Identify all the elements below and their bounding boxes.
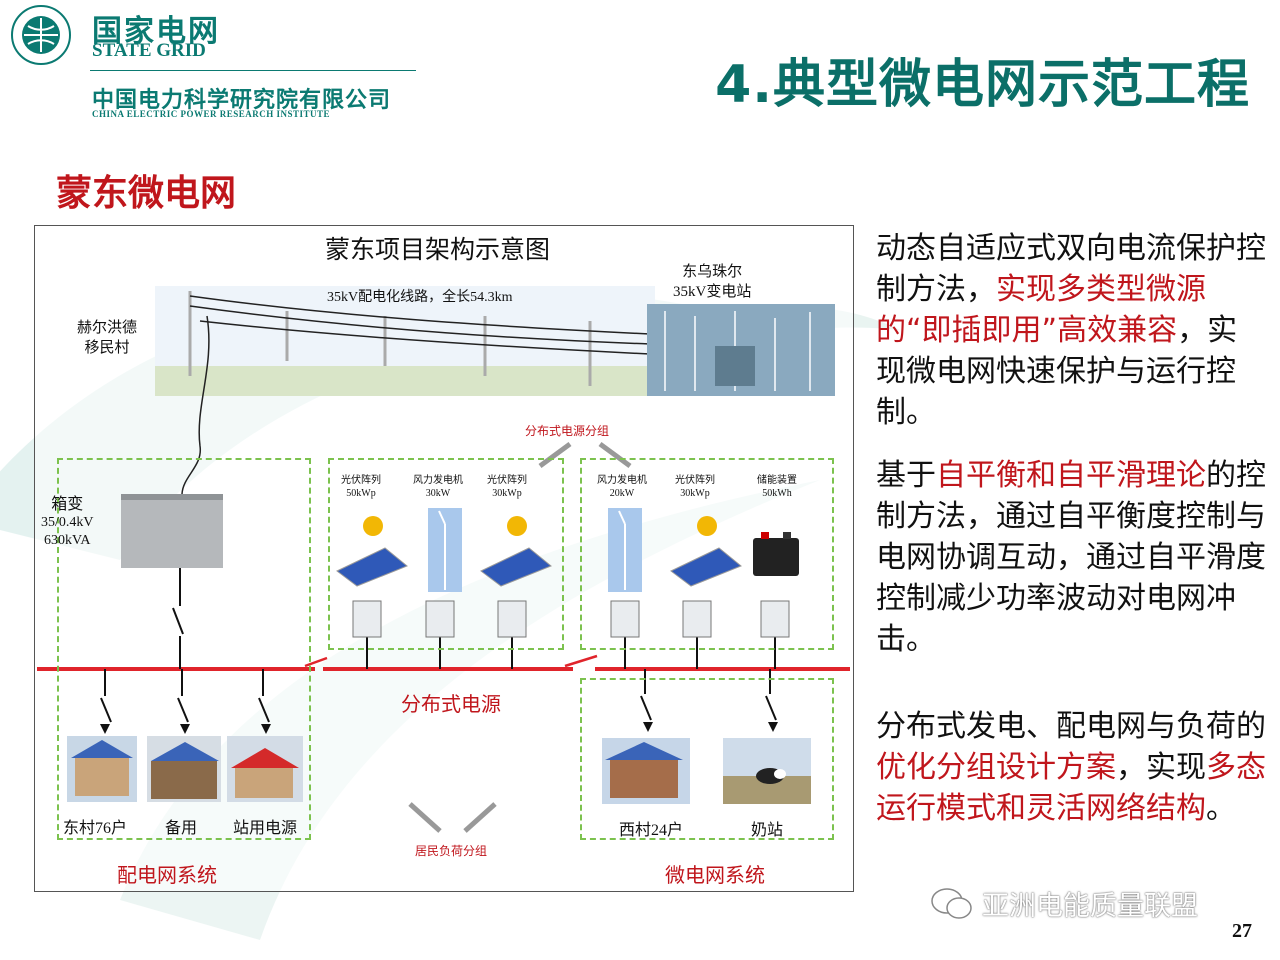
source-switches: [366, 636, 776, 669]
body-text: 。: [1206, 791, 1236, 826]
logo-text-en: STATE GRID: [92, 40, 206, 61]
source-name: 光伏阵列: [675, 475, 715, 486]
line-label: 35kV配电化线路，全长54.3km: [327, 290, 513, 305]
institute-name-cn: 中国电力科学研究院有限公司: [92, 88, 392, 113]
dg-label: 分布式电源: [401, 694, 501, 716]
source-label-2: 风力发电机 30kW: [413, 474, 463, 500]
substation-label: 东乌珠尔 35kV变电站: [673, 262, 751, 302]
distribution-system-label: 配电网系统: [117, 865, 217, 887]
pv-panels: [336, 516, 742, 587]
body-text: ，实现微电网快速保护与运行控制。: [876, 313, 1238, 430]
dg-group-box-2: [580, 458, 834, 650]
transformer-label-line1: 箱变: [51, 496, 84, 513]
arrow-right: [598, 441, 632, 469]
source-rating: 30kWp: [492, 488, 522, 499]
source-rating: 30kWp: [680, 488, 710, 499]
house-photos: [67, 736, 811, 804]
substation-label-line2: 35kV变电站: [673, 284, 752, 300]
body-text: 分布式发电、配电网与负荷的: [876, 709, 1266, 744]
body-text: ，实现: [1116, 750, 1206, 785]
logo-text-cn: 国家电网: [92, 14, 220, 49]
source-label-1: 光伏阵列 50kWp: [341, 474, 381, 500]
substation-equipment: [664, 311, 811, 391]
village-label: 赫尔洪德 移民村: [77, 318, 137, 358]
diagram-graphics: [37, 286, 850, 833]
source-label-3: 光伏阵列 30kWp: [487, 474, 527, 500]
load-switches: [100, 669, 777, 723]
arrow-left: [538, 441, 572, 469]
transformer-label-line2: 35/0.4kV: [41, 515, 94, 530]
load-label-1: 东村76户: [63, 820, 128, 837]
transformer-label-line3: 630kVA: [44, 533, 91, 548]
diagram-title: 蒙东项目架构示意图: [325, 237, 551, 264]
highlight-text: 自平衡和自平滑理论: [936, 458, 1206, 493]
source-rating: 30kW: [425, 488, 451, 499]
source-rating: 20kW: [609, 488, 635, 499]
paragraph-protection: 动态自适应式双向电流保护控制方法，实现多类型微源的“即插即用”高效兼容，实现微电…: [876, 228, 1266, 433]
paragraph-grouping: 分布式发电、配电网与负荷的优化分组设计方案，实现多态运行模式和灵活网络结构。: [876, 706, 1266, 829]
load-label-4: 西村24户: [619, 822, 684, 839]
body-text: 动态自适应式双向电流保护控制方法，: [876, 231, 1266, 307]
source-rating: 50kWp: [346, 488, 376, 499]
microgrid-system-box: [580, 678, 834, 840]
state-grid-logo-icon: [11, 5, 71, 65]
source-name: 风力发电机: [413, 475, 463, 486]
distribution-network-box: [57, 458, 311, 840]
source-name: 光伏阵列: [487, 475, 527, 486]
load-group-label: 居民负荷分组: [415, 844, 488, 858]
source-name: 光伏阵列: [341, 475, 381, 486]
source-name: 风力发电机: [597, 475, 647, 486]
source-label-6: 储能装置 50kWh: [757, 474, 797, 500]
source-label-4: 风力发电机 20kW: [597, 474, 647, 500]
watermark-text: 亚洲电能质量联盟: [982, 891, 1198, 922]
source-name: 储能装置: [757, 475, 797, 486]
source-label-5: 光伏阵列 30kWp: [675, 474, 715, 500]
wechat-icon: [931, 888, 972, 919]
dg-group-box-1: [328, 458, 564, 650]
village-label-line2: 移民村: [84, 340, 130, 356]
slide-title: 4.典型微电网示范工程: [715, 55, 1250, 115]
substation-label-line1: 东乌珠尔: [682, 264, 743, 280]
microgrid-system-label: 微电网系统: [665, 865, 765, 887]
battery-shape: [753, 538, 799, 576]
load-label-5: 奶站: [751, 822, 784, 839]
inverter-boxes: [352, 600, 790, 638]
page-number: 27: [1232, 920, 1252, 942]
institute-name-en: CHINA ELECTRIC POWER RESEARCH INSTITUTE: [92, 109, 331, 119]
header-divider: [90, 70, 416, 71]
section-title: 蒙东微电网: [56, 173, 237, 214]
village-label-line1: 赫尔洪德: [77, 320, 138, 336]
highlight-text: 多态运行模式和灵活网络结构: [876, 750, 1266, 826]
paragraph-self-balance: 基于自平衡和自平滑理论的控制方法，通过自平衡度控制与电网协调互动，通过自平滑度控…: [876, 455, 1266, 660]
highlight-text: 优化分组设计方案: [876, 750, 1116, 785]
highlight-text: 实现多类型微源的“即插即用”高效兼容: [876, 272, 1206, 348]
dg-group-label: 分布式电源分组: [525, 424, 610, 438]
load-label-2: 备用: [165, 820, 198, 837]
transformer-label: 箱变 35/0.4kV 630kVA: [41, 496, 94, 550]
source-rating: 50kWh: [762, 488, 792, 499]
body-text: 基于: [876, 458, 936, 493]
power-poles: [188, 291, 592, 386]
body-text: 的控制方法，通过自平衡度控制与电网协调互动，通过自平滑度控制减少功率波动对电网冲…: [876, 458, 1266, 657]
architecture-diagram: 蒙东项目架构示意图 35kV配电化线路，全长54.3km 赫尔洪德 移民村 东乌…: [34, 225, 854, 892]
load-label-3: 站用电源: [233, 820, 298, 837]
wind-turbines: [428, 508, 642, 592]
